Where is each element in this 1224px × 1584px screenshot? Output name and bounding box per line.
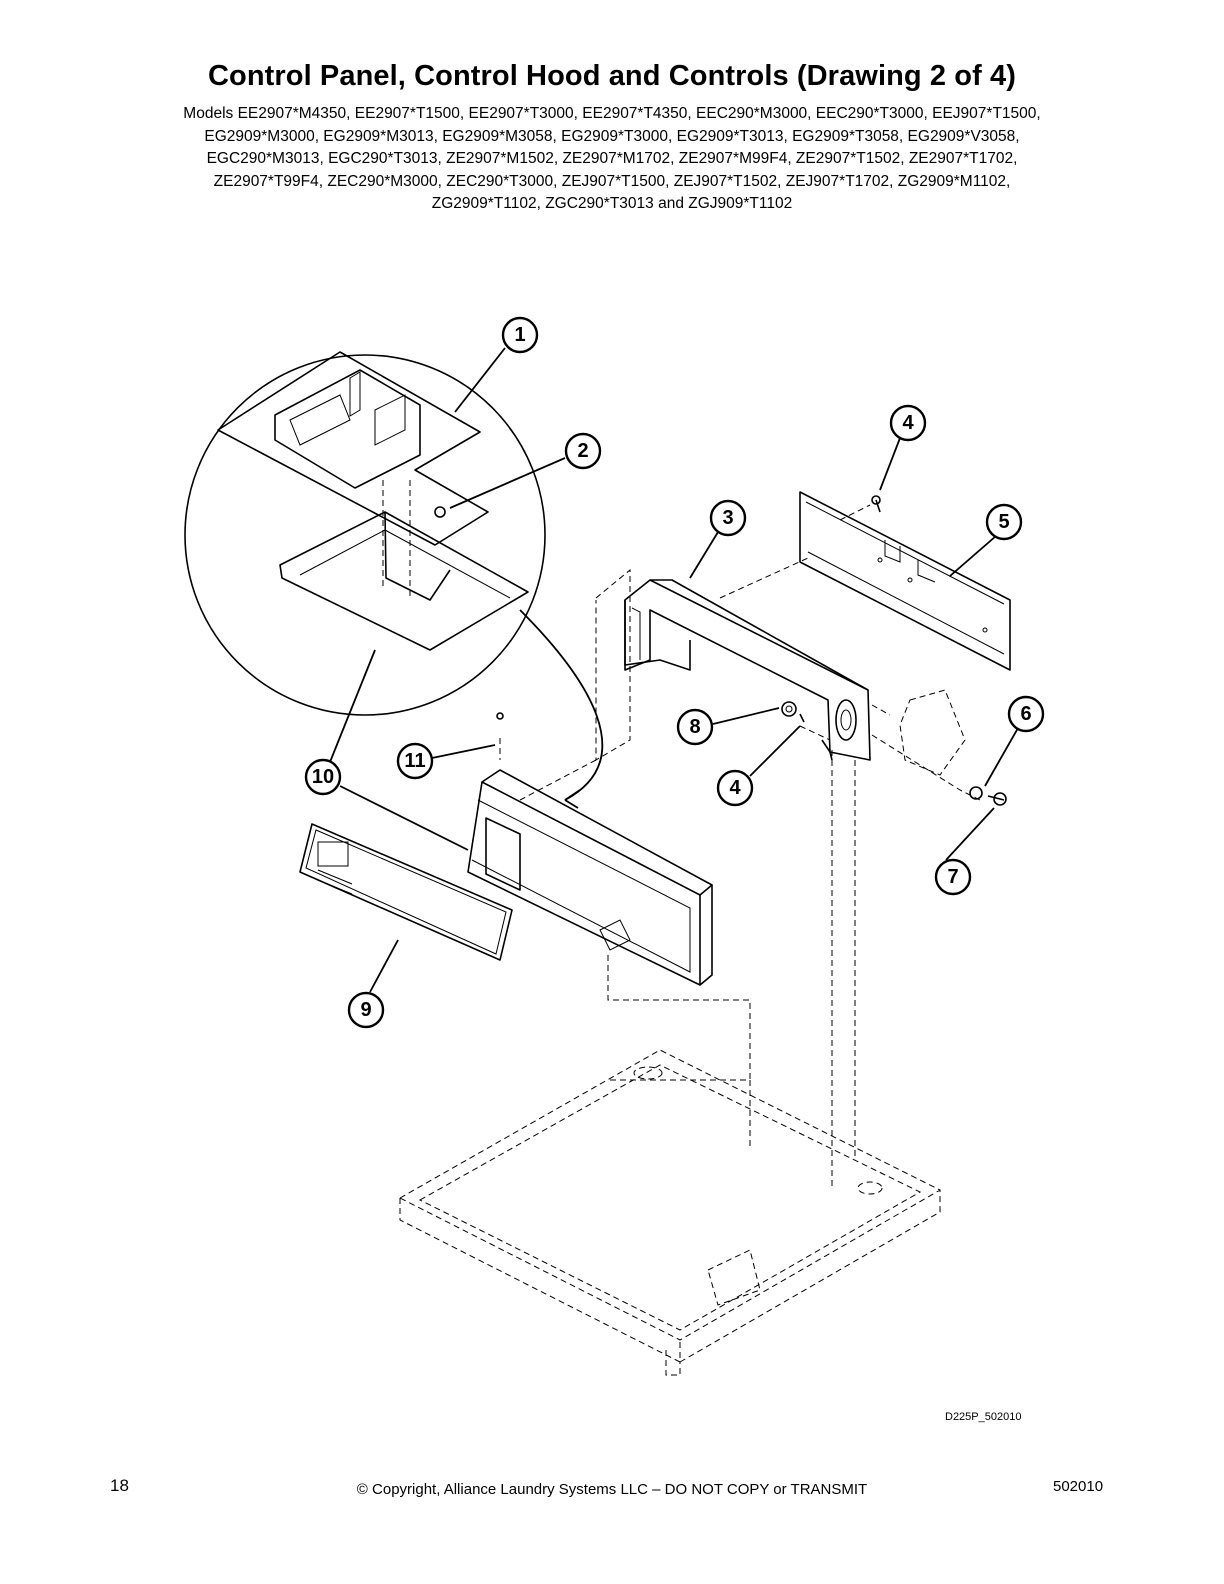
small-hardware [496,495,881,723]
models-list: Models EE2907*M4350, EE2907*T1500, EE290… [110,103,1114,216]
callout-5: 5 [985,503,1023,541]
control-overlay [299,823,513,961]
models-line: EGC290*M3013, EGC290*T3013, ZE2907*M1502… [206,150,1018,167]
callout-label: 6 [1020,703,1031,725]
cabinet-top-outline [398,1049,942,1376]
rear-bracket [799,491,1011,671]
models-line: ZE2907*T99F4, ZEC290*M3000, ZEC290*T3000… [213,172,1011,190]
callout-10: 10 [304,758,342,796]
detail-arrow-head [564,789,581,809]
exploded-parts-diagram: 1 2 3 4 5 6 7 8 4 9 10 11 [184,316,1045,1376]
callout-label: 8 [689,716,700,738]
page-title: Control Panel, Control Hood and Controls… [207,60,1016,92]
document-code: 502010 [1053,1478,1104,1495]
detail-arrow [519,609,604,801]
callout-2: 2 [564,432,602,470]
callout-label: 4 [902,412,914,434]
callout-label: 7 [947,866,958,888]
callout-6: 6 [1007,695,1045,733]
callout-label: 10 [312,766,334,788]
callout-11: 11 [396,742,434,780]
callout-9: 9 [347,991,385,1029]
detail-view [184,351,546,716]
models-line: Models EE2907*M4350, EE2907*T1500, EE290… [183,105,1041,122]
drawing-id: D225P_502010 [945,1411,1022,1423]
control-panel-frame [467,769,713,986]
callout-4-top: 4 [889,404,927,442]
callout-label: 5 [998,511,1009,533]
knob-assembly [899,689,1007,806]
leader-lines [329,347,1019,993]
callout-label: 3 [722,507,733,529]
models-line: EG2909*M3000, EG2909*M3013, EG2909*M3058… [204,127,1020,145]
copyright-notice: © Copyright, Alliance Laundry Systems LL… [356,1481,868,1498]
callout-1: 1 [501,316,539,354]
callout-label: 2 [577,440,588,462]
models-line: ZG2909*T1102, ZGC290*T3013 and ZGJ909*T1… [431,195,793,212]
callout-8: 8 [676,708,714,746]
control-hood [624,579,871,761]
alignment-lines [499,504,981,1190]
callout-label: 1 [514,324,525,346]
callout-7: 7 [934,858,972,896]
callout-label: 4 [729,777,741,799]
callout-4-bottom: 4 [716,769,754,807]
callout-label: 9 [360,999,371,1021]
callout-3: 3 [709,499,747,537]
callout-label: 11 [404,750,425,772]
page-number: 18 [110,1476,129,1495]
